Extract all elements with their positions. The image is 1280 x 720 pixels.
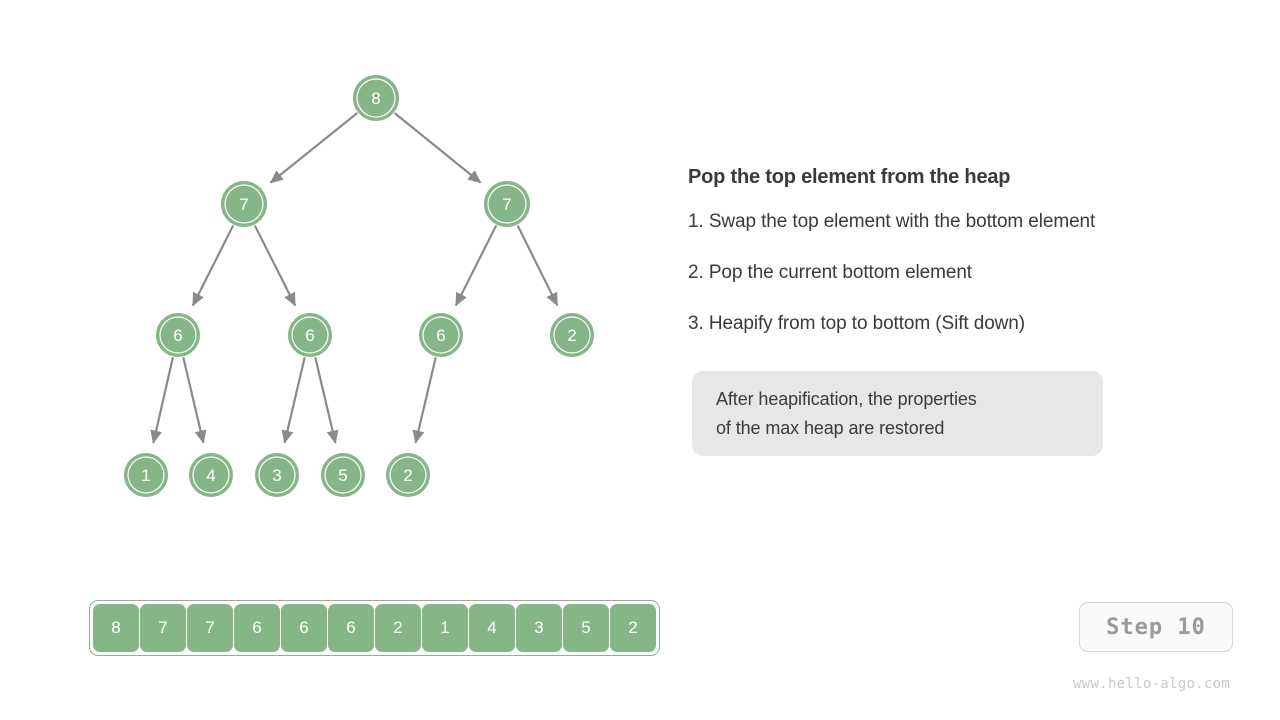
instruction-panel: Pop the top element from the heap 1. Swa…	[688, 166, 1248, 364]
tree-edge	[191, 224, 235, 307]
tree-node-value: 6	[436, 326, 445, 345]
array-cell[interactable]: 7	[187, 604, 233, 652]
array-cell[interactable]: 5	[563, 604, 609, 652]
array-cell[interactable]: 4	[469, 604, 515, 652]
tree-node-fill	[390, 457, 426, 493]
tree-node-fill	[357, 79, 395, 117]
tree-node-value: 6	[173, 326, 182, 345]
tree-node-value: 7	[239, 195, 248, 214]
tree-node-fill	[128, 457, 164, 493]
tree-node[interactable]: 6	[288, 313, 332, 357]
tree-node-fill	[225, 185, 263, 223]
tree-edge	[516, 225, 559, 307]
tree-edge	[393, 112, 482, 184]
tree-edge	[454, 224, 498, 307]
binary-tree-diagram: 8 7 7 6 6 6 2 1 4 3 5 2	[124, 75, 594, 497]
tree-node-value: 7	[502, 195, 511, 214]
array-cell[interactable]: 2	[610, 604, 656, 652]
tree-node[interactable]: 6	[156, 313, 200, 357]
step-counter-badge: Step 10	[1079, 602, 1233, 652]
tree-node-value: 4	[206, 466, 215, 485]
page-title: Pop the top element from the heap	[688, 166, 1011, 188]
tree-edge	[150, 357, 174, 444]
array-cell[interactable]: 6	[234, 604, 280, 652]
tree-node-fill	[193, 457, 229, 493]
note-callout-line-2: of the max heap are restored	[716, 418, 945, 438]
tree-node[interactable]: 6	[419, 313, 463, 357]
tree-node[interactable]: 2	[386, 453, 430, 497]
array-cell[interactable]: 8	[93, 604, 139, 652]
tree-node-value: 2	[567, 326, 576, 345]
tree-node-value: 3	[272, 466, 281, 485]
tree-node-fill	[259, 457, 295, 493]
tree-node[interactable]: 5	[321, 453, 365, 497]
tree-edge	[281, 357, 306, 444]
tree-edge	[269, 112, 358, 184]
tree-node-fill	[554, 317, 590, 353]
array-cell[interactable]: 6	[328, 604, 374, 652]
tree-nodes: 8 7 7 6 6 6 2 1 4 3 5 2	[124, 75, 594, 497]
array-cell[interactable]: 3	[516, 604, 562, 652]
tree-node-value: 8	[371, 89, 380, 108]
tree-edges	[150, 112, 559, 444]
instruction-step-3: 3. Heapify from top to bottom (Sift down…	[688, 313, 1025, 334]
tree-node-fill	[423, 317, 459, 353]
array-cell[interactable]: 6	[281, 604, 327, 652]
array-cell[interactable]: 1	[422, 604, 468, 652]
tree-node-fill	[488, 185, 526, 223]
tree-node-value: 6	[305, 326, 314, 345]
tree-edge	[182, 357, 207, 444]
tree-node[interactable]: 7	[484, 181, 530, 227]
tree-edge	[253, 224, 297, 307]
tree-node[interactable]: 4	[189, 453, 233, 497]
tree-node-fill	[292, 317, 328, 353]
tree-node-fill	[160, 317, 196, 353]
tree-node-value: 1	[141, 466, 150, 485]
instruction-step-2: 2. Pop the current bottom element	[688, 262, 972, 283]
tree-node[interactable]: 1	[124, 453, 168, 497]
tree-node-fill	[325, 457, 361, 493]
note-callout-line-1: After heapification, the properties	[716, 389, 977, 409]
array-cell[interactable]: 2	[375, 604, 421, 652]
tree-node[interactable]: 8	[353, 75, 399, 121]
tree-edge	[412, 357, 437, 444]
tree-node-value: 2	[403, 466, 412, 485]
tree-node[interactable]: 7	[221, 181, 267, 227]
note-callout: After heapification, the properties of t…	[692, 371, 1103, 456]
tree-edge	[314, 357, 339, 444]
tree-node[interactable]: 3	[255, 453, 299, 497]
instruction-step-1: 1. Swap the top element with the bottom …	[688, 211, 1096, 232]
tree-node-value: 5	[338, 466, 347, 485]
tree-node[interactable]: 2	[550, 313, 594, 357]
site-watermark: www.hello-algo.com	[1073, 676, 1231, 692]
array-cell[interactable]: 7	[140, 604, 186, 652]
